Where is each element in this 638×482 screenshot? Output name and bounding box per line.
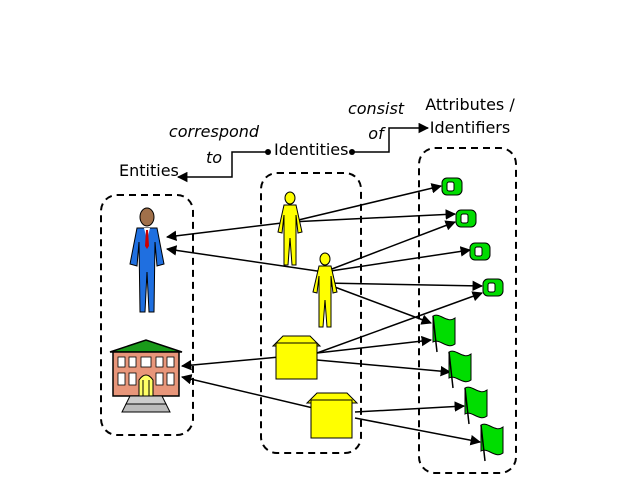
- arrow-box2-to-flag4: [354, 417, 482, 446]
- identities-label: Identities: [274, 140, 349, 159]
- consist-label-line1: consist: [347, 99, 405, 118]
- attribute-flag-3-icon: [464, 386, 488, 425]
- identity-box-1-icon: [271, 335, 322, 380]
- building-icon: [109, 339, 183, 413]
- arrow-id2-to-attr4: [323, 280, 484, 292]
- correspond-label-line1: correspond: [168, 122, 260, 141]
- arrow-id1-to-attr1: [289, 183, 443, 223]
- identity-box-2-icon: [305, 392, 359, 439]
- consist-of-connector: [349, 122, 430, 155]
- person-icon: [129, 207, 165, 313]
- attribute-badge-4-icon: [482, 278, 504, 297]
- attribute-flag-4-icon: [480, 423, 504, 462]
- attributes-label-line2: Identifiers: [429, 118, 511, 137]
- arrow-id1-to-attr2: [289, 209, 457, 223]
- attribute-flag-1-icon: [432, 314, 456, 353]
- arrow-box1-to-attr4: [316, 291, 483, 354]
- arrow-box2-to-flag3: [354, 401, 466, 413]
- entities-group-box: [100, 194, 194, 436]
- identities-group-box: [260, 172, 362, 454]
- attribute-flag-2-icon: [448, 350, 472, 389]
- arrow-box1-to-flag1: [316, 335, 433, 354]
- arrow-box1-to-flag2: [316, 359, 452, 377]
- attribute-badge-1-icon: [441, 177, 463, 196]
- identity-person-2-icon: [312, 252, 338, 328]
- entities-label: Entities: [119, 161, 179, 180]
- arrow-box2-to-building: [180, 374, 331, 413]
- arrow-id1-to-person: [165, 221, 291, 242]
- consist-label-line2: of: [368, 124, 384, 143]
- arrow-id2-to-person: [165, 245, 325, 273]
- correspond-to-connector: [176, 149, 271, 183]
- arrow-box1-to-building: [180, 355, 291, 371]
- identity-person-1-icon: [277, 191, 303, 266]
- relationship-arrows: [165, 183, 484, 446]
- correspond-label-line2: to: [205, 148, 223, 167]
- arrow-id2-to-attr3: [323, 246, 472, 273]
- attribute-badge-3-icon: [469, 242, 491, 261]
- attributes-label-line1: Attributes /: [425, 95, 515, 114]
- arrow-id2-to-attr2: [323, 220, 456, 273]
- attribute-badge-2-icon: [455, 209, 477, 228]
- arrow-id2-to-flag1: [323, 282, 432, 325]
